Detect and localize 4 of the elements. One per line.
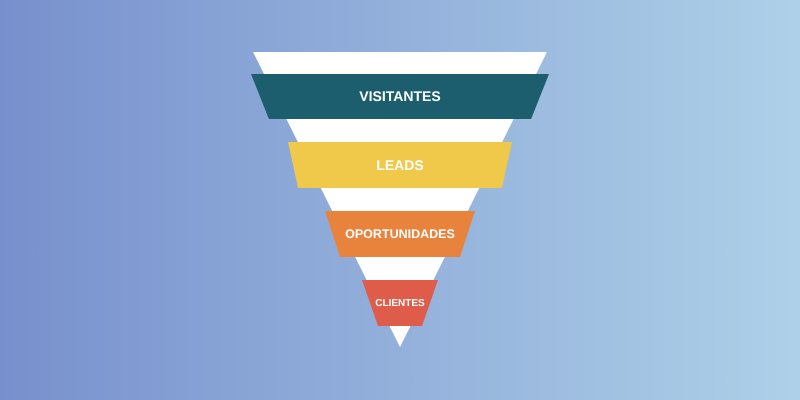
stage-label: CLIENTES [375,296,425,310]
stage-label: LEADS [376,156,424,174]
stage-label: OPORTUNIDADES [345,226,455,243]
stage-label: VISITANTES [359,87,441,106]
